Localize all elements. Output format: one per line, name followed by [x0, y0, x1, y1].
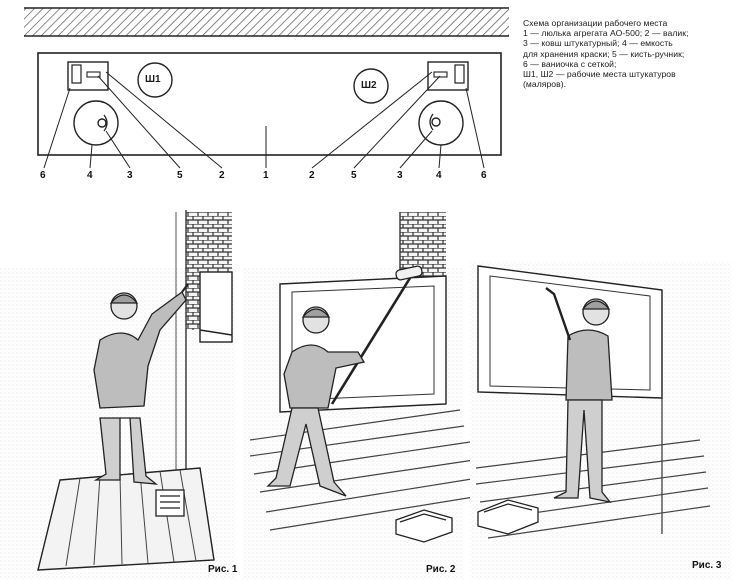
callout-3-right: 3: [397, 170, 403, 181]
caption-fig3: Рис. 3: [692, 560, 722, 571]
callout-1: 1: [263, 170, 269, 181]
legend-line-1: 1 — люлька агрегата АО-500; 2 — валик;: [523, 28, 689, 39]
workplace-label-right: Ш2: [361, 80, 377, 91]
tank-left: [73, 100, 119, 146]
leader-lines: [43, 71, 485, 169]
workplace-circle-left: [137, 62, 173, 98]
legend-line-5: Ш1, Ш2 — рабочие места штукатуров: [523, 69, 676, 80]
callout-3-left: 3: [127, 170, 133, 181]
legend-line-2: 3 — ковш штукатурный; 4 — емкость: [523, 38, 673, 49]
callout-4-right: 4: [436, 170, 442, 181]
callout-4-left: 4: [87, 170, 93, 181]
callout-6-right: 6: [481, 170, 487, 181]
legend-line-4: 6 — ваниочка с сеткой;: [523, 58, 617, 69]
illustration-fig1: [0, 210, 236, 580]
callout-2-right: 2: [309, 170, 315, 181]
legend-line-6: (маляров).: [523, 79, 567, 90]
cradle-outline: [37, 52, 502, 156]
callout-6-left: 6: [40, 170, 46, 181]
illustration-fig3: [470, 262, 732, 580]
callout-5-left: 5: [177, 170, 183, 181]
tray-right: [427, 61, 469, 91]
ceiling-slab: [24, 7, 509, 37]
callout-2-left: 2: [219, 170, 225, 181]
legend-line-3: для хранения краски; 5 — кисть-ручник;: [523, 48, 685, 59]
legend-title: Схема организации рабочего места: [523, 18, 668, 28]
workplace-circle-right: [353, 68, 389, 104]
callout-5-right: 5: [351, 170, 357, 181]
workplace-label-left: Ш1: [145, 74, 161, 85]
tray-left: [67, 61, 109, 91]
legend: Схема организации рабочего места 1 — люл…: [523, 18, 737, 89]
caption-fig2: Рис. 2: [426, 564, 456, 575]
illustration-fig2: [242, 212, 481, 580]
caption-fig1: Рис. 1: [208, 564, 238, 575]
